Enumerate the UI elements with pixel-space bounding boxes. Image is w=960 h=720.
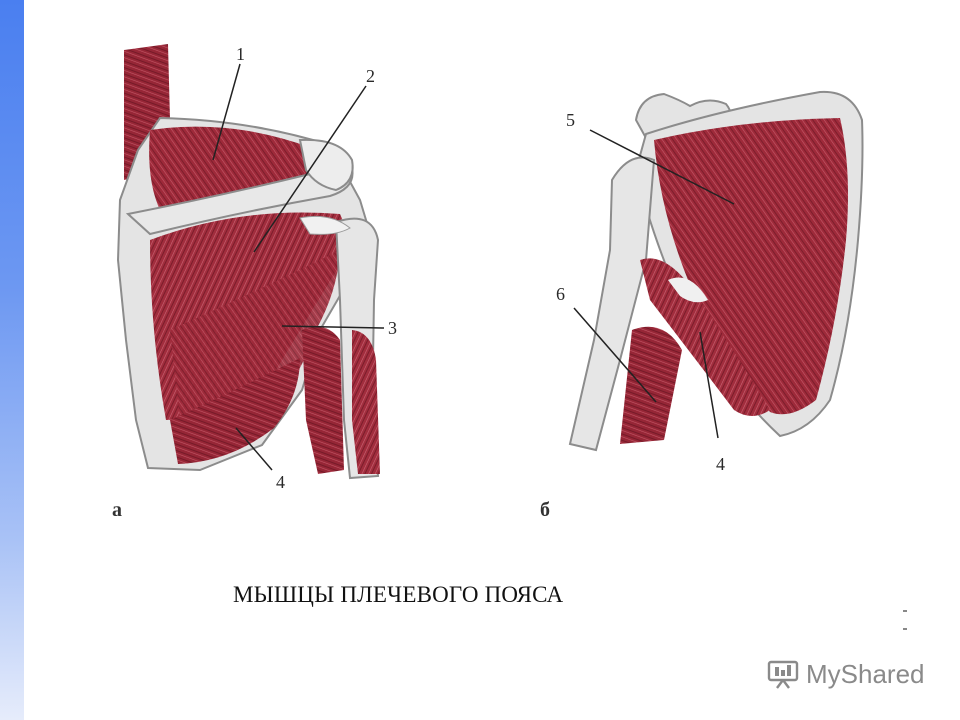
callout-lines	[212, 63, 735, 471]
callout-b-4: 4	[716, 454, 725, 474]
tendon-a	[299, 215, 351, 235]
panel-label-b: б	[540, 499, 550, 521]
watermark: MyShared	[766, 654, 925, 694]
callout-a-3: 3	[388, 318, 397, 338]
muscle-3	[170, 250, 340, 430]
panel-b-illustration	[568, 90, 864, 452]
acromion-bone	[298, 138, 354, 192]
callout-b-6: 6	[556, 284, 565, 304]
muscle-1	[149, 126, 324, 210]
humerus-bone-b	[568, 156, 656, 452]
muscle-b-main	[654, 118, 848, 415]
muscle-6	[620, 326, 682, 444]
callout-b-5: 5	[566, 110, 575, 130]
slide-accent-strip	[0, 0, 24, 720]
figure-caption: МЫШЦЫ ПЛЕЧЕВОГО ПОЯСА	[233, 582, 564, 607]
callout-a-4: 4	[276, 472, 285, 492]
biceps-muscle-a	[352, 330, 380, 474]
callout-labels: 1 2 3 4 5 6 4	[236, 44, 725, 492]
presentation-board-icon	[767, 660, 799, 689]
slide-dots	[903, 610, 909, 646]
muscle-4-anterior	[170, 358, 300, 464]
callout-a-1: 1	[236, 44, 245, 64]
callout-a-2: 2	[366, 66, 375, 86]
panel-a-illustration	[116, 44, 380, 480]
watermark-text: MyShared	[806, 658, 925, 689]
muscle-4-posterior	[640, 258, 770, 416]
arm-muscle-a	[302, 326, 344, 474]
panel-label-a: а	[112, 499, 122, 521]
tendon-b	[668, 277, 708, 303]
